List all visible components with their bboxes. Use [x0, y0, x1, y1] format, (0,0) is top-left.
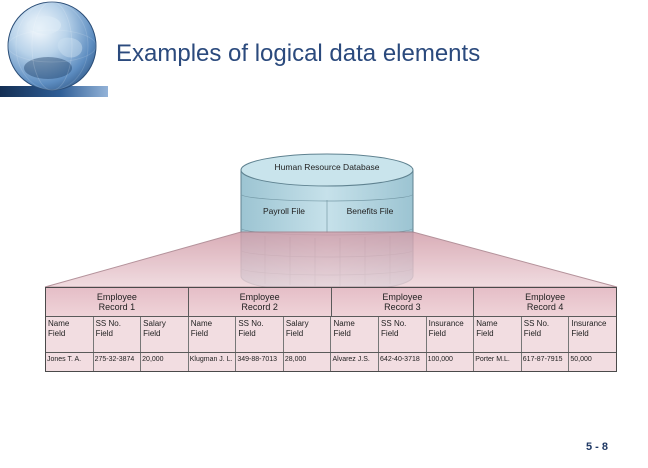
field-cell: Insurance Field	[569, 317, 616, 352]
logo-gradient-bar	[0, 86, 108, 97]
field-label: SS No. Field	[95, 319, 121, 338]
record-header-label: Employee Record 2	[239, 291, 280, 312]
field-cell: Insurance Field	[427, 317, 475, 352]
data-cell: 642-40-3718	[379, 353, 427, 371]
data-row: Jones T. A. 275-32-3874 20,000 Klugman J…	[46, 353, 616, 371]
data-cell: 100,000	[427, 353, 475, 371]
field-label: Name Field	[48, 319, 70, 338]
record-header-label: Employee Record 1	[96, 291, 137, 312]
funnel-shape	[44, 231, 618, 288]
data-cell: 20,000	[141, 353, 189, 371]
field-label: SS No. Field	[238, 319, 264, 338]
field-cell: SS No. Field	[379, 317, 427, 352]
field-cell: Name Field	[46, 317, 94, 352]
database-label: Human Resource Database	[274, 162, 380, 172]
cylinder-top-face	[240, 153, 414, 187]
field-label: Name Field	[190, 319, 213, 338]
field-cell: Salary Field	[284, 317, 332, 352]
data-cell: Alvarez J.S.	[331, 353, 380, 371]
benefits-file-label: Benefits File	[346, 206, 394, 216]
field-label: Name Field	[476, 319, 498, 338]
field-label: SS No. Field	[381, 319, 407, 338]
field-cell: SS No. Field	[522, 317, 570, 352]
field-label: Insurance Field	[428, 319, 464, 338]
records-table: Employee Record 1 Employee Record 2 Empl…	[45, 287, 617, 372]
record-header: Employee Record 1	[46, 288, 189, 316]
data-cell: 617-87-7915	[522, 353, 570, 371]
payroll-file-label: Payroll File	[262, 206, 306, 216]
page-number: 5 - 8	[585, 441, 608, 453]
data-cell: 349-88-7013	[236, 353, 284, 371]
record-header: Employee Record 3	[332, 288, 475, 316]
record-header-label: Employee Record 4	[525, 291, 566, 312]
data-cell: 275-32-3874	[94, 353, 142, 371]
field-cell: SS No. Field	[236, 317, 284, 352]
data-cell: Porter M.L.	[474, 353, 522, 371]
field-row: Name Field SS No. Field Salary Field Nam…	[46, 317, 616, 353]
record-header: Employee Record 4	[474, 288, 616, 316]
data-cell: Klugman J. L.	[189, 353, 237, 371]
field-label: Name Field	[333, 319, 355, 338]
data-cell: 50,000	[570, 356, 592, 363]
data-cell: Jones T. A.	[46, 353, 94, 371]
data-cell: 28,000	[284, 353, 332, 371]
record-header-label: Employee Record 3	[382, 291, 423, 312]
field-label: SS No. Field	[523, 319, 550, 338]
record-header: Employee Record 2	[189, 288, 332, 316]
slide-title: Examples of logical data elements	[116, 40, 481, 67]
field-cell: Name Field	[474, 317, 522, 352]
field-cell: Name Field	[189, 317, 237, 352]
field-cell: Name Field	[331, 317, 380, 352]
field-cell: SS No. Field	[94, 317, 142, 352]
field-cell: Salary Field	[141, 317, 189, 352]
record-header-row: Employee Record 1 Employee Record 2 Empl…	[46, 288, 616, 317]
field-label: Insurance Field	[571, 319, 607, 338]
field-label: Salary Field	[143, 319, 166, 338]
field-label: Salary Field	[285, 319, 309, 338]
globe-icon	[7, 1, 97, 91]
